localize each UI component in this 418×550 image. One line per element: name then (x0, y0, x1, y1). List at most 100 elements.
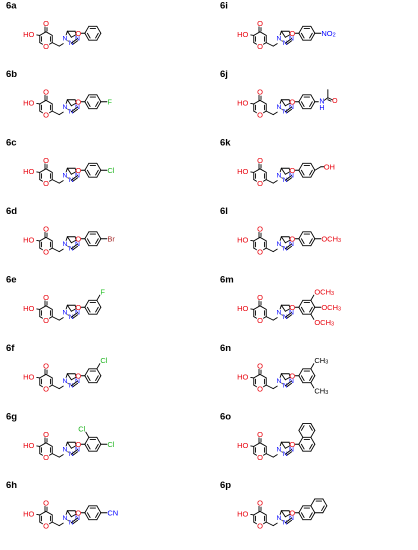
ring-bond (310, 505, 316, 514)
aryl-ring (294, 423, 316, 452)
label-mask (42, 110, 50, 119)
bond (45, 99, 53, 105)
compound-6j: 6jOOHONNNONHO (220, 69, 338, 120)
compound-label: 6l (220, 206, 228, 217)
ring-double-bond (95, 306, 99, 313)
carbonyl-oxygen-atom: O (257, 156, 263, 165)
compound-label: 6e (6, 275, 17, 286)
label-mask (62, 377, 68, 385)
label-mask (256, 384, 264, 393)
triazole-ring: NNN (62, 373, 81, 390)
compound-label: 6g (6, 412, 17, 423)
methylene-bond (265, 247, 274, 253)
triazole-nitrogen-atom: N (62, 172, 67, 179)
methylene-bond (51, 110, 60, 116)
label-mask (62, 309, 68, 317)
triazole-nitrogen-atom: N (276, 446, 281, 453)
label-mask (62, 446, 68, 454)
label-mask (62, 514, 68, 522)
aryl-ring (80, 436, 102, 452)
bond (45, 168, 53, 173)
substituent-cl: Cl (100, 440, 115, 449)
substituent-label: CH3 (314, 356, 328, 366)
methylene-bond (51, 316, 60, 321)
methylene-bond (66, 441, 72, 449)
ring-oxygen-atom: O (43, 385, 49, 394)
ring-bond (84, 505, 90, 514)
substituent-nhac: NHO (314, 89, 338, 112)
double-bond (70, 106, 78, 113)
label-mask (276, 446, 282, 454)
ring-bond (298, 443, 304, 452)
aryl-ring (294, 368, 316, 384)
triazole-ring: NNN (62, 30, 81, 47)
ring-bond (96, 101, 102, 110)
ether-oxygen-atom: O (289, 97, 295, 106)
bond (36, 376, 41, 379)
triazole-ring: NNN (276, 510, 295, 527)
carbonyl-oxygen-atom: O (257, 224, 263, 233)
compound-6f: 6fOOHONNNOCl (6, 343, 108, 394)
substituent-ch: CH3 (310, 382, 328, 396)
label-mask (256, 453, 264, 461)
ring-bond (310, 368, 316, 377)
substituent-och: OCH3 (314, 303, 341, 312)
compound-label: 6b (6, 69, 17, 80)
ether-oxygen-atom: O (75, 234, 81, 243)
compound-label: 6p (220, 480, 231, 491)
hydroxyl-group: HO (23, 98, 34, 107)
bond (259, 236, 267, 242)
hydroxyl-group: HO (23, 441, 34, 450)
compound-6e: 6eOOHONNNOF (6, 275, 105, 326)
carbonyl-oxygen-atom: O (43, 156, 49, 165)
substituent-bond (96, 363, 101, 370)
amide-hydrogen-atom: H (319, 105, 324, 112)
double-bond (286, 451, 293, 456)
ring-oxygen-atom: O (43, 179, 49, 188)
triazole-nitrogen-atom: N (276, 309, 281, 316)
ether-oxygen-atom: O (75, 29, 81, 38)
ring-bond (310, 306, 316, 315)
ring-oxygen-atom: O (257, 111, 263, 120)
hydroxyl-group: HO (237, 167, 248, 176)
methylene-bond (58, 180, 64, 184)
substituent-cl: Cl (78, 425, 90, 438)
ring-bond (84, 25, 90, 34)
bond (259, 442, 267, 447)
ether-oxygen-atom: O (75, 508, 81, 517)
fused-ring-bond (310, 498, 316, 507)
ring-double-bond (309, 306, 313, 313)
methylene-bond (58, 43, 64, 47)
methylene-bond (58, 522, 64, 527)
ring-bond (84, 368, 90, 377)
methylene-bond (51, 247, 60, 253)
substituent-label: F (100, 288, 105, 297)
ring-oxygen-atom: O (43, 42, 49, 51)
substituent-f: F (100, 97, 112, 106)
methylene-bond (66, 373, 72, 381)
ring-double-bond (86, 169, 91, 176)
substituent-bond (96, 294, 101, 301)
methylene-bond (272, 317, 278, 321)
hydroxyl-group: HO (237, 235, 248, 244)
compound-label: 6n (220, 343, 231, 354)
ether-oxygen-atom: O (289, 371, 295, 380)
ether-bond (284, 445, 291, 449)
substituent-bond (310, 382, 315, 389)
ring-bond (84, 306, 90, 315)
bond (253, 373, 261, 379)
compound-6b: 6bOOHONNNOF (6, 69, 112, 120)
ring-oxygen-atom: O (43, 248, 49, 257)
ring-double-bond (309, 512, 313, 518)
carbonyl-oxygen-atom: O (257, 19, 263, 28)
ring-bond (310, 101, 316, 110)
hydroxyl-group: HO (237, 98, 248, 107)
substituent-ch: CH3 (310, 356, 328, 370)
ether-oxygen-atom: O (289, 440, 295, 449)
ether-oxygen-atom: O (75, 166, 81, 175)
ring-bond (84, 443, 90, 452)
compound-label: 6k (220, 138, 231, 149)
